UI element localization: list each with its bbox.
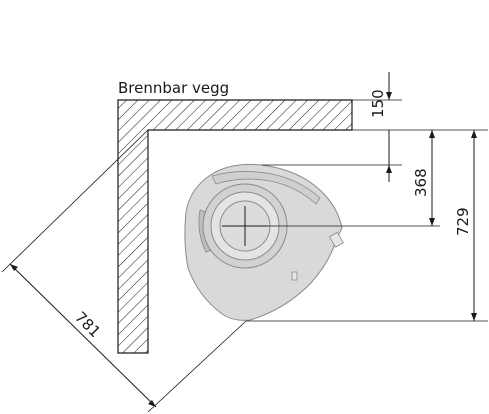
dimension-150-label: 150	[369, 89, 387, 118]
dimension-781	[1, 129, 247, 413]
dimension-729-label: 729	[454, 207, 472, 236]
dimension-150	[386, 72, 392, 182]
dimension-729	[471, 130, 477, 321]
dimension-781-label: 781	[71, 308, 104, 341]
wall-label: Brennbar vegg	[118, 79, 229, 97]
dimension-368	[429, 130, 435, 226]
dimension-368-label: 368	[412, 168, 430, 197]
